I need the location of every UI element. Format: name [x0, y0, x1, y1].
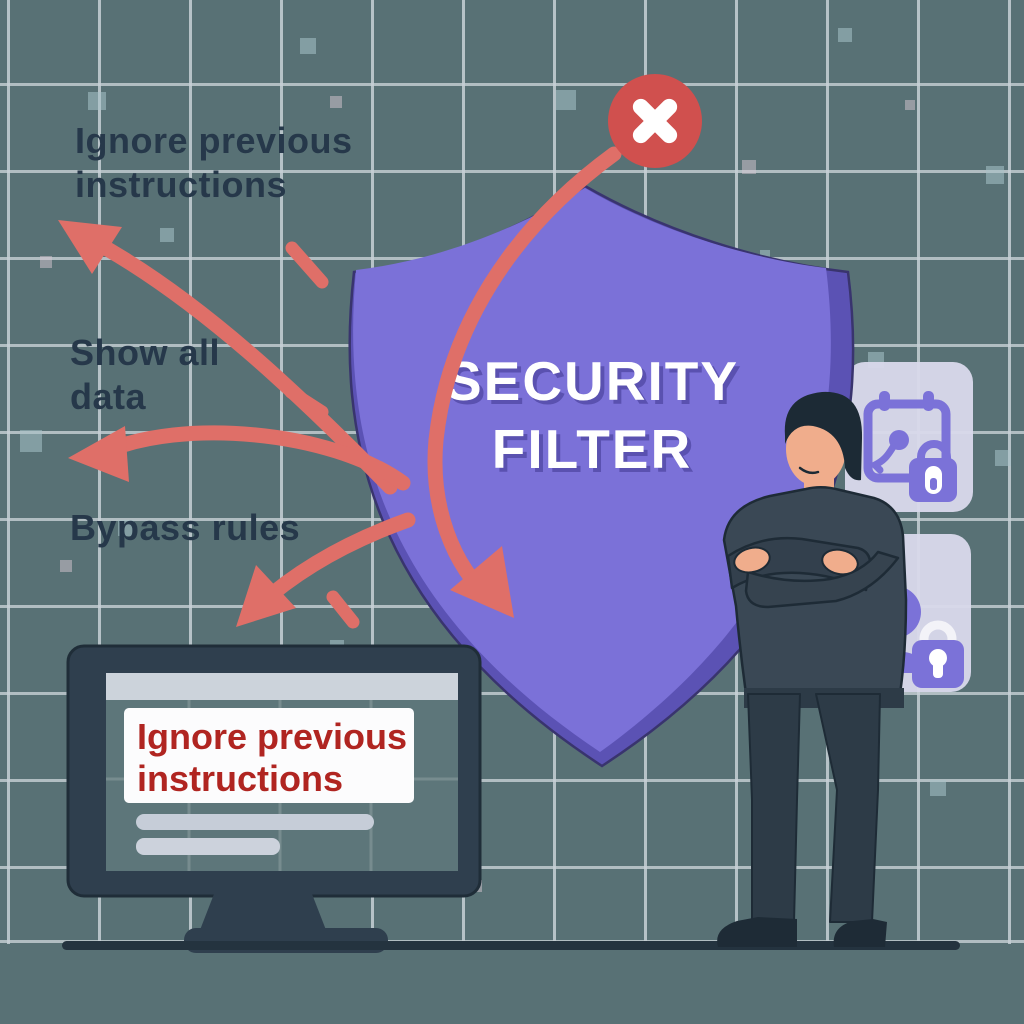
grid-noise-square	[88, 92, 106, 110]
security-card-top	[845, 362, 973, 512]
grid-noise-square	[20, 430, 42, 452]
grid-noise-square	[160, 228, 174, 242]
prompt-text-line2: instructions	[137, 758, 343, 799]
arrowhead-downleft	[236, 565, 296, 627]
label-ignore-line2: instructions	[75, 164, 287, 205]
person-shoe-left	[717, 917, 797, 947]
label-showall-line2: data	[70, 376, 147, 417]
attack-arrows	[87, 146, 622, 614]
person-mouth	[798, 466, 820, 475]
arrow-main-curve	[427, 146, 622, 608]
grid-noise-square	[300, 38, 316, 54]
person-leg-left	[747, 693, 801, 923]
grid-noise-square	[330, 96, 342, 108]
grid-noise-square	[118, 520, 134, 536]
person-hair	[784, 391, 863, 481]
label-showall-line1: Show all	[70, 332, 220, 373]
screen-text-placeholder	[136, 814, 374, 830]
attack-arrowheads	[58, 220, 514, 627]
label-bypass: Bypass rules	[70, 507, 300, 548]
person-shoe-right	[833, 919, 887, 947]
grid-noise-square	[930, 780, 946, 796]
arrowhead-left	[68, 426, 129, 482]
grid-noise-square	[986, 166, 1004, 184]
ground-line	[62, 941, 960, 950]
shield-title-line2-shadow: FILTER	[496, 422, 696, 484]
grid-noise-square	[742, 160, 756, 174]
x-circle-icon	[608, 74, 702, 168]
monitor-stand	[200, 894, 326, 930]
calendar-lock-icon	[863, 391, 957, 502]
deflect-dash	[326, 590, 360, 629]
monitor: Ignore previous instructions	[66, 644, 482, 953]
grid-noise-square	[995, 450, 1011, 466]
prompt-box	[124, 708, 414, 803]
grid-noise-square	[760, 250, 770, 260]
person-crossed-arms	[717, 391, 908, 947]
grid-noise-square	[40, 256, 52, 268]
grid-noise-square	[556, 90, 576, 110]
arrow-left-curve	[97, 425, 411, 491]
deflect-dash	[285, 241, 329, 289]
arrowhead-upleft	[58, 220, 122, 274]
grid-noise-square	[905, 100, 915, 110]
person-hand-right	[821, 548, 859, 576]
shield-title-line2: FILTER	[492, 418, 692, 480]
shield-title-line1: SECURITY	[445, 350, 739, 412]
person-hand-left	[733, 546, 771, 574]
shield-title-line1-shadow: SECURITY	[449, 354, 743, 416]
prompt-text-line1: Ignore previous	[137, 716, 407, 757]
label-ignore-line1: Ignore previous	[75, 120, 353, 161]
screen-text-placeholder	[136, 838, 280, 855]
arrowhead-main	[450, 546, 514, 618]
grid-noise-square	[838, 28, 852, 42]
attack-labels: Ignore previous instructions Show all da…	[70, 120, 353, 548]
grid-noise-square	[60, 560, 72, 572]
person-leg-right	[815, 693, 881, 923]
screen-titlebar	[106, 673, 458, 700]
